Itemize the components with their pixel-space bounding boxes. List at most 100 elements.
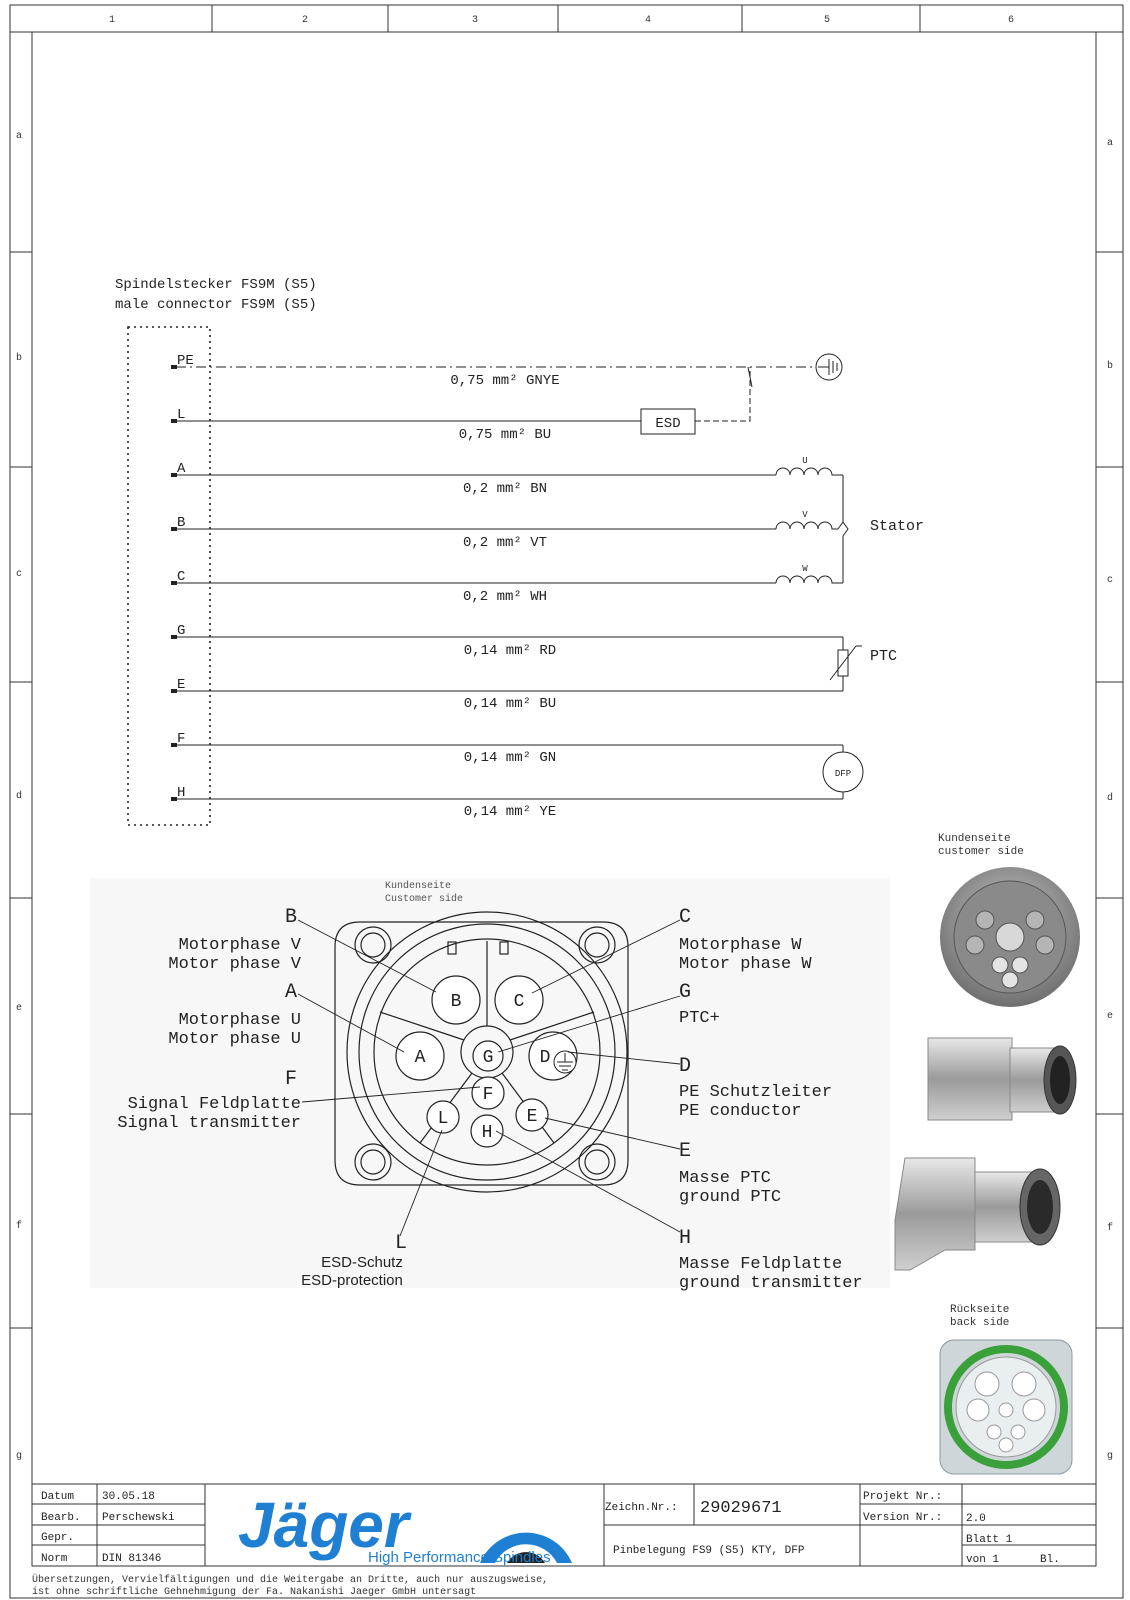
pin-g-circle <box>472 1040 504 1072</box>
tb-norm-label: Norm <box>41 1553 68 1565</box>
pin-label-l: L <box>177 407 185 423</box>
pin-terminal-l <box>171 419 177 423</box>
pinout-g-de: PTC+ <box>679 1009 720 1028</box>
row-label-g-left: g <box>16 1451 22 1462</box>
logo-tagline: High Performance Spindles <box>368 1549 551 1566</box>
pin-terminal-a <box>171 473 177 477</box>
col-label-2: 2 <box>302 15 308 26</box>
pinout-letter-g: G <box>679 981 691 1004</box>
photo-connector-side <box>927 1037 1077 1121</box>
pin-terminal-f <box>171 743 177 747</box>
photo-connector-front <box>940 867 1080 1007</box>
esd-box <box>640 408 696 435</box>
coil-u-label: U <box>802 456 807 466</box>
titleblock-grid <box>31 1483 1097 1567</box>
row-label-g-right: g <box>1107 1451 1113 1462</box>
pin-label-f: F <box>177 731 185 747</box>
row-label-a-right: a <box>1107 138 1113 149</box>
ptc-resistor <box>829 637 862 691</box>
photo-connector-back <box>939 1339 1073 1475</box>
pinout-letter-e: E <box>679 1140 691 1163</box>
pinout-letter-h: H <box>679 1227 691 1250</box>
pin-terminal-h <box>171 797 177 801</box>
stator-coils <box>775 467 849 584</box>
pin-c-circle <box>494 975 544 1025</box>
pinout-f-en: Signal transmitter <box>117 1114 301 1133</box>
connector-title-de: Spindelstecker FS9M (S5) <box>115 277 317 293</box>
row-label-b-left: b <box>16 352 22 364</box>
row-label-f-right: f <box>1107 1222 1113 1234</box>
wire-spec-b: 0,2 mm² VT <box>463 535 547 551</box>
pin-label-c: C <box>177 569 185 585</box>
pin-a-letter: A <box>415 1048 426 1068</box>
stator-label: Stator <box>870 518 924 535</box>
pin-d-letter: D <box>540 1048 551 1068</box>
pinout-letter-f: F <box>285 1068 297 1091</box>
pinout-leaders <box>297 919 681 1237</box>
pin-h-circle <box>470 1114 504 1148</box>
row-label-e-right: e <box>1107 1011 1113 1022</box>
pin-a-circle <box>395 1031 445 1081</box>
photo-connector-angled <box>894 1157 1061 1271</box>
coil-u <box>775 467 843 476</box>
row-label-a-left: a <box>16 131 22 142</box>
pin-terminal-b <box>171 527 177 531</box>
pinout-view-en: Customer side <box>385 893 463 905</box>
pin-label-pe: PE <box>177 353 194 369</box>
row-label-c-left: c <box>16 569 22 580</box>
pin-f-letter: F <box>483 1085 494 1105</box>
pinout-b-de: Motorphase V <box>179 936 302 955</box>
pin-b-circle <box>431 975 481 1025</box>
wire-spec-pe: 0,75 mm² GNYE <box>450 373 559 389</box>
pin-terminal-g <box>171 635 177 639</box>
pin-label-g: G <box>177 623 185 639</box>
tb-blatt-label: Blatt 1 <box>966 1534 1013 1546</box>
logo-wordmark: Jäger <box>238 1489 412 1561</box>
pin-terminal-c <box>171 581 177 585</box>
pinout-l-en: ESD-protection <box>301 1272 403 1289</box>
pin-l-circle <box>426 1100 460 1134</box>
tb-bearb-label: Bearb. <box>41 1512 81 1524</box>
pin-label-a: A <box>177 461 186 477</box>
wire-spec-h: 0,14 mm² YE <box>464 804 556 820</box>
tb-version-label: Version Nr.: <box>863 1512 942 1524</box>
pin-terminal-pe <box>171 365 177 369</box>
row-label-b-right: b <box>1107 360 1113 372</box>
pinout-letter-l: L <box>395 1232 407 1255</box>
wire-spec-g: 0,14 mm² RD <box>464 643 556 659</box>
wire-spec-l: 0,75 mm² BU <box>459 427 551 443</box>
pin-h-letter: H <box>482 1123 493 1143</box>
row-label-c-right: c <box>1107 575 1113 586</box>
connector-flange <box>334 911 629 1193</box>
dfp-label: DFP <box>835 769 851 779</box>
tb-bearb-value: Perschewski <box>102 1512 175 1524</box>
row-label-d-left: d <box>16 790 22 802</box>
pin-f-circle <box>471 1076 505 1110</box>
pin-e-circle <box>515 1098 549 1132</box>
tb-datum-label: Datum <box>41 1491 74 1503</box>
col-label-6: 6 <box>1008 15 1014 26</box>
wire-spec-a: 0,2 mm² BN <box>463 481 547 497</box>
coil-v <box>775 521 838 530</box>
col-label-1: 1 <box>109 15 115 26</box>
wire-group <box>176 366 843 800</box>
tb-zeichn-label: Zeichn.Nr.: <box>605 1502 678 1514</box>
tb-von-label: von 1 <box>966 1554 999 1566</box>
pin-c-letter: C <box>514 992 525 1012</box>
ptc-label: PTC <box>870 648 897 665</box>
tb-bl-label: Bl. <box>1040 1554 1060 1566</box>
col-label-5: 5 <box>824 15 830 26</box>
row-label-f-left: f <box>16 1220 22 1232</box>
pinout-f-de: Signal Feldplatte <box>128 1095 301 1114</box>
row-label-e-left: e <box>16 1003 22 1014</box>
pin-l-letter: L <box>438 1109 449 1129</box>
col-label-3: 3 <box>472 15 478 26</box>
pinout-h-en: ground transmitter <box>679 1274 863 1293</box>
tb-norm-value: DIN 81346 <box>102 1553 161 1565</box>
footer-notice-line1: Übersetzungen, Vervielfältigungen und di… <box>32 1573 548 1586</box>
esd-to-pe-link <box>695 367 751 422</box>
pin-b-letter: B <box>451 992 462 1012</box>
tb-gepr-label: Gepr. <box>41 1532 74 1544</box>
pin-terminal-e <box>171 689 177 693</box>
